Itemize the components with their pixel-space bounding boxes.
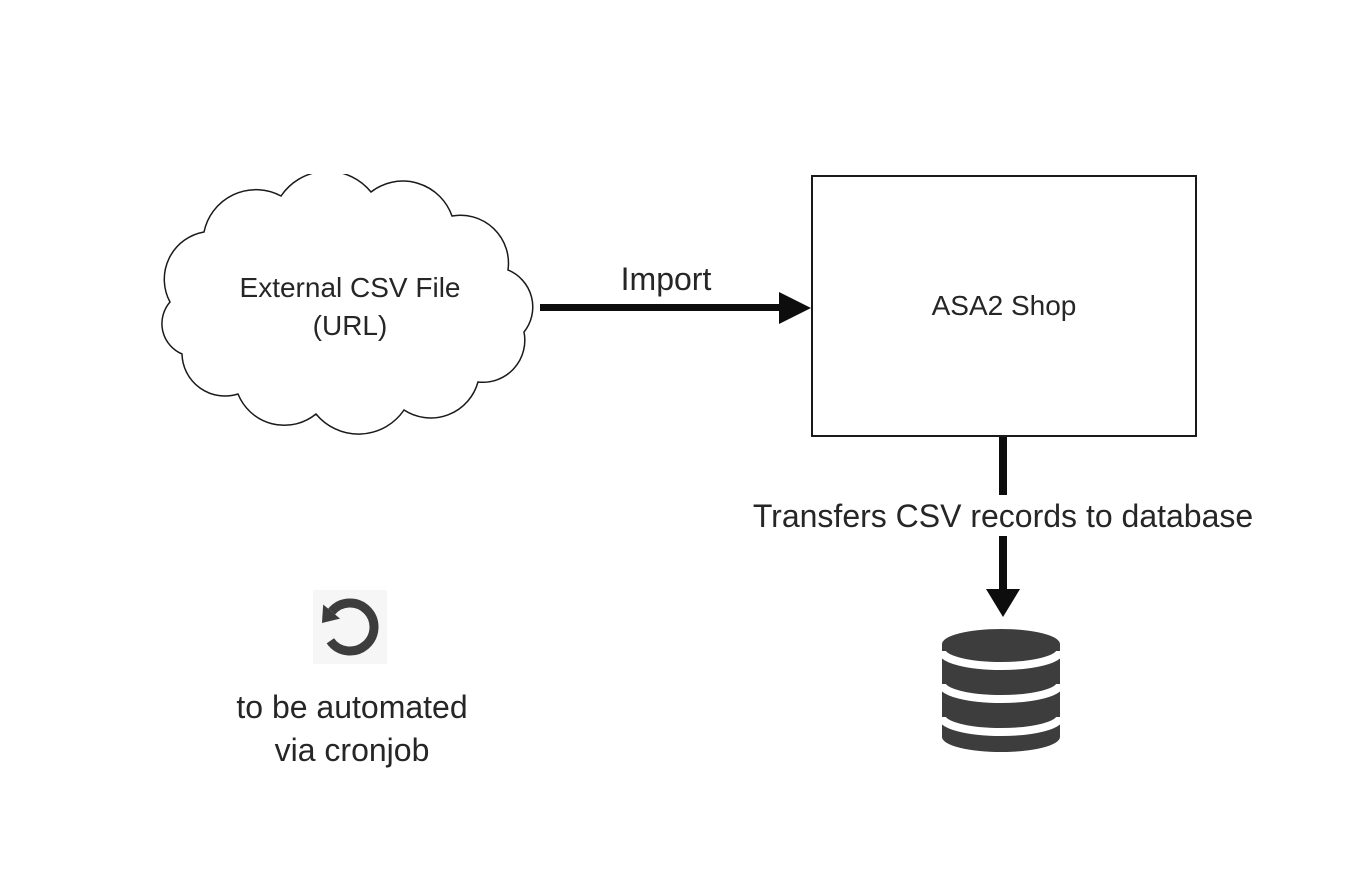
import-arrow-label: Import	[620, 261, 712, 297]
shop-box: ASA2 Shop	[811, 175, 1197, 437]
cron-note-line1: to be automated	[236, 689, 468, 725]
database-icon	[938, 629, 1064, 755]
transfer-arrow-label: Transfers CSV records to database	[752, 498, 1254, 534]
shop-box-label: ASA2 Shop	[931, 290, 1077, 321]
counterclockwise-arrow-icon	[321, 598, 379, 656]
transfer-arrowhead-icon	[986, 589, 1020, 617]
cloud-shape-icon	[161, 174, 534, 435]
transfer-arrow-segment-bottom	[999, 536, 1007, 590]
cloud-label-line1: External CSV File	[239, 272, 461, 303]
cloud-label-line2: (URL)	[312, 310, 388, 341]
transfer-arrow-segment-top	[999, 437, 1007, 495]
cloud-external-csv-file: External CSV File (URL)	[156, 174, 544, 440]
database-cylinder-icon	[938, 629, 1064, 752]
cron-note-line2: via cronjob	[274, 732, 430, 768]
cron-note: to be automated via cronjob	[202, 686, 502, 772]
cloud-label: External CSV File (URL)	[156, 174, 544, 440]
refresh-icon	[313, 590, 387, 664]
import-arrow-shaft	[540, 304, 782, 311]
import-arrowhead-icon	[779, 292, 811, 324]
